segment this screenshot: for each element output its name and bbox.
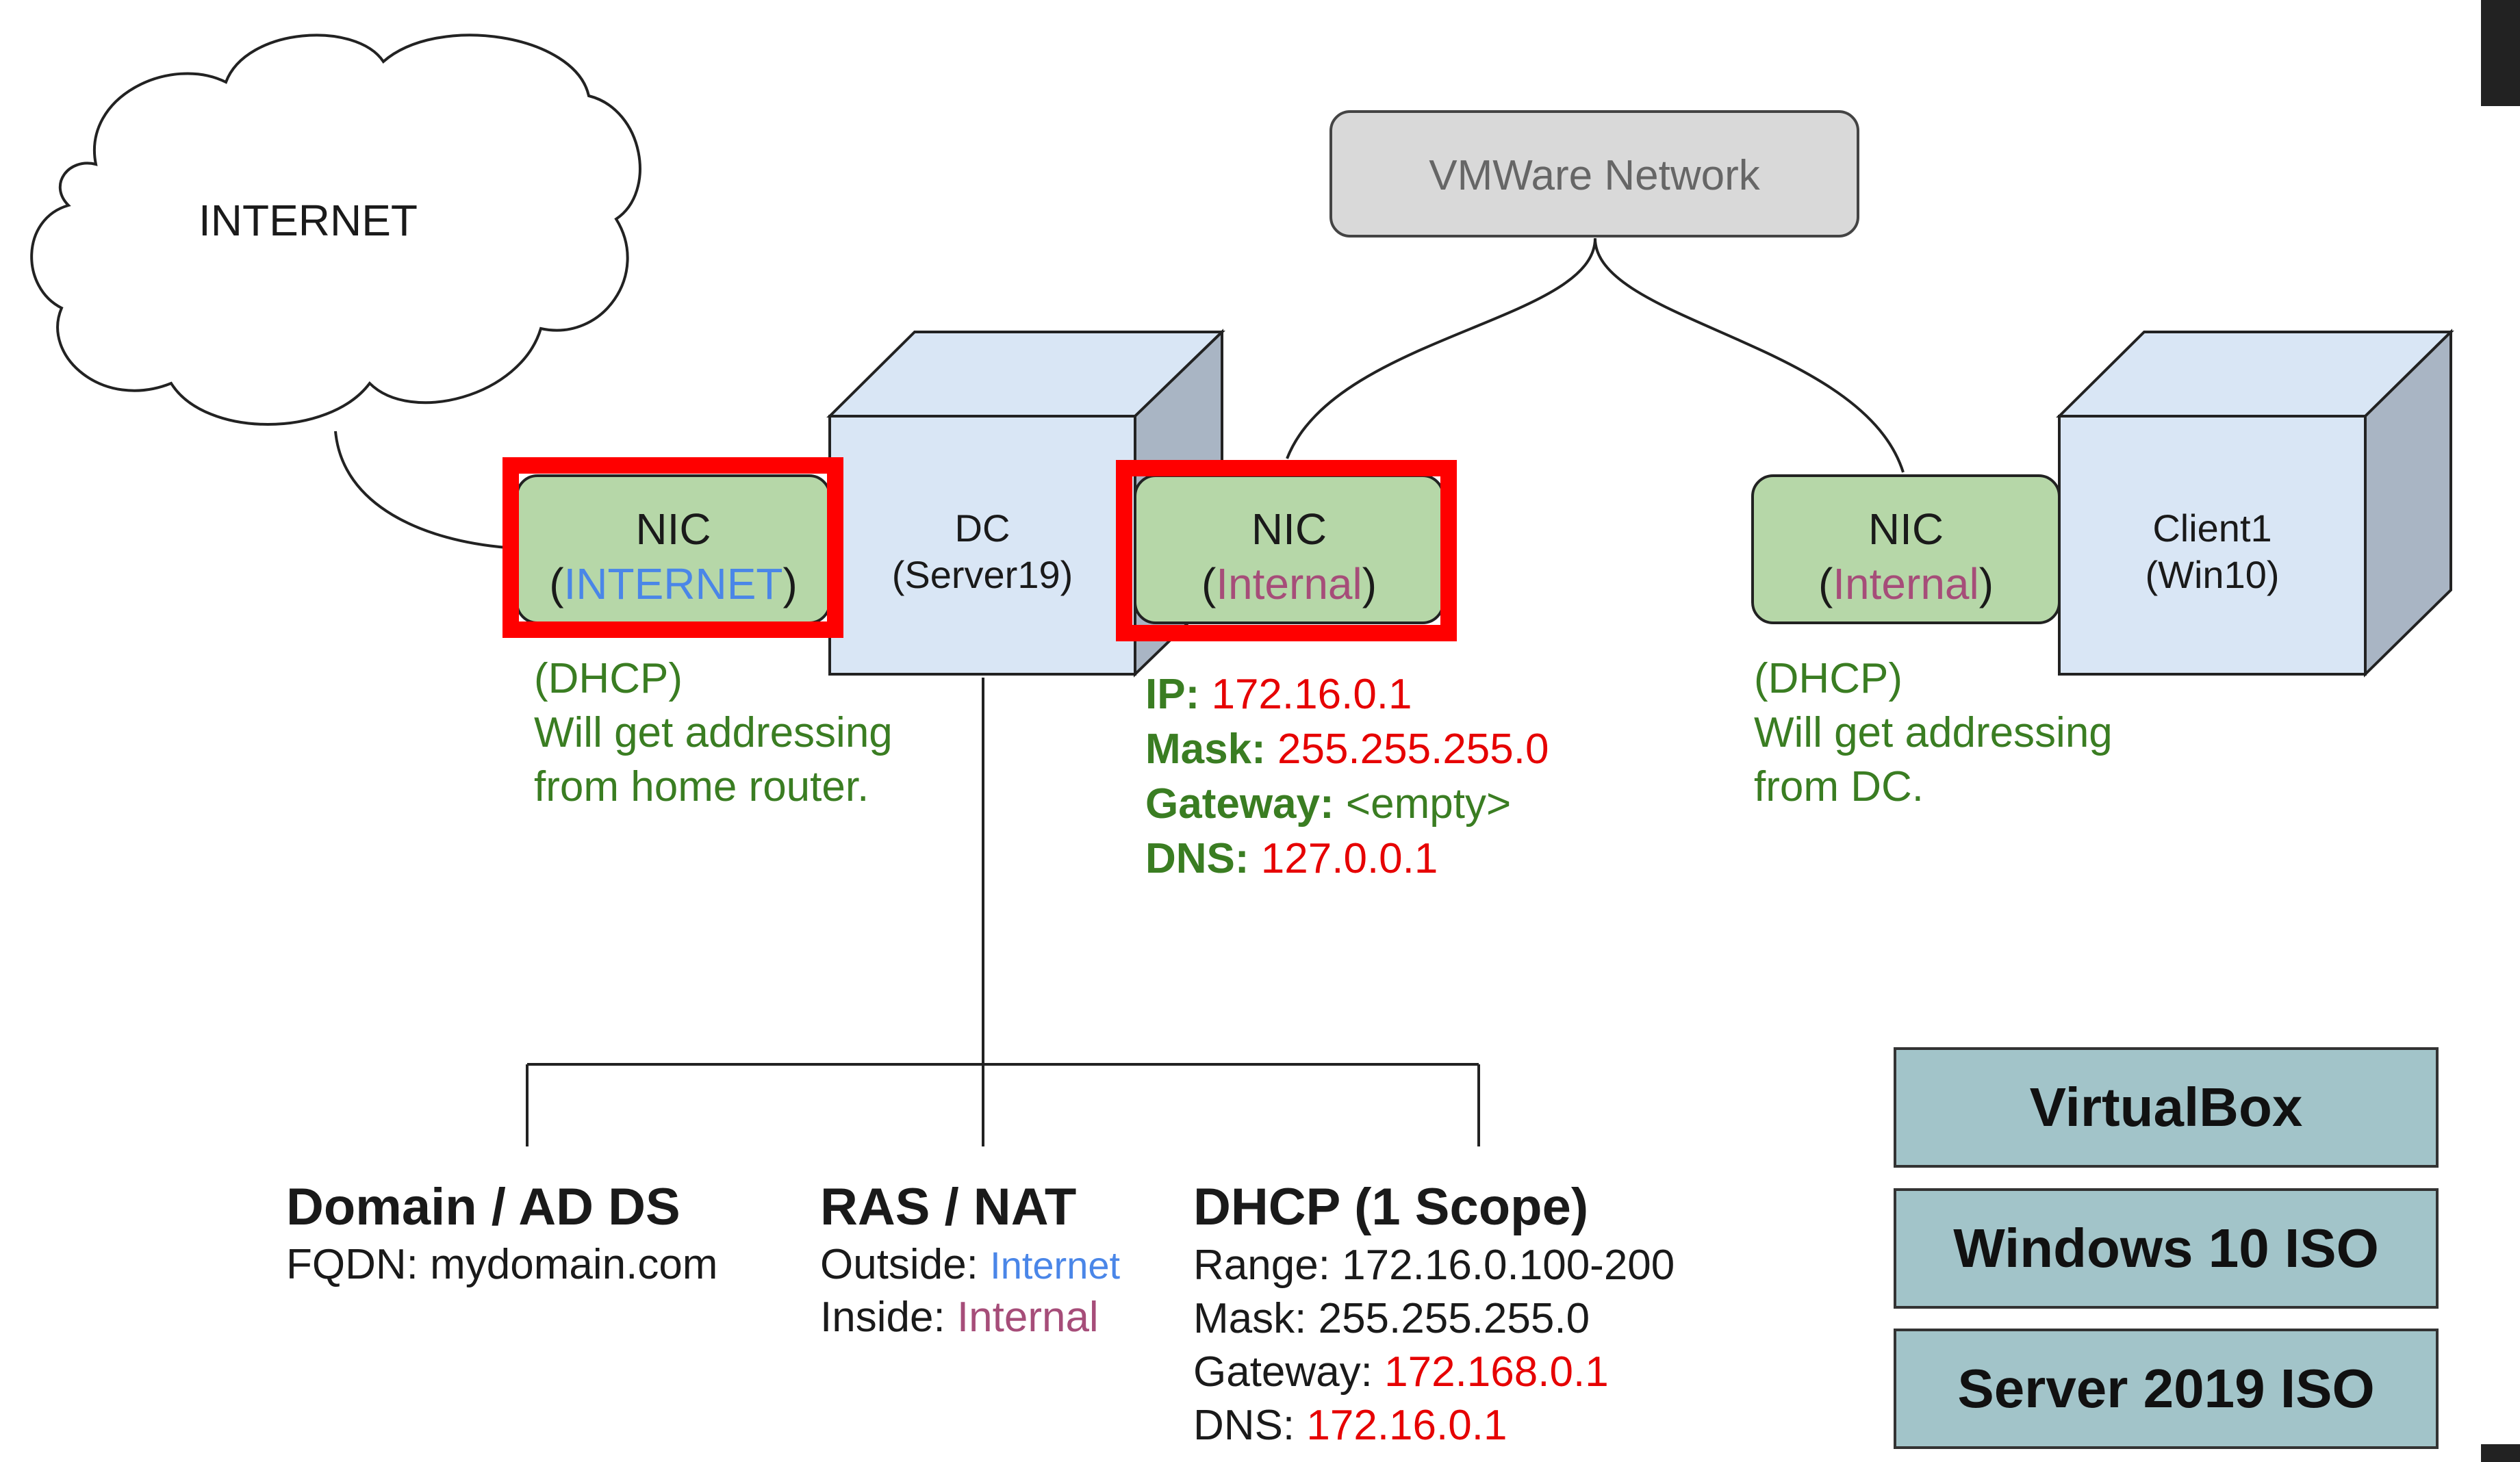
vmware-to-dc-nic-link xyxy=(1286,238,1596,459)
role-dhcp: DHCP (1 Scope) Range: 172.16.0.100-200 M… xyxy=(1193,1176,1675,1452)
highlight-nic-dc-internal xyxy=(1116,460,1457,641)
nic-dc-internal-title: NIC xyxy=(1251,504,1327,554)
client-label-line1: Client1 xyxy=(2152,506,2272,550)
dhcp-client-note-line3: from DC. xyxy=(1754,763,1924,810)
nic-client-network: Internal xyxy=(1833,559,1979,608)
role-domain-fqdn: FQDN: mydomain.com xyxy=(286,1241,718,1288)
dhcp-range-label: Range: xyxy=(1193,1242,1330,1289)
mask-value: 255.255.255.0 xyxy=(1277,726,1549,773)
dns-label: DNS: xyxy=(1145,835,1249,882)
ras-outside-label: Outside: xyxy=(820,1241,978,1288)
mask-label: Mask: xyxy=(1145,726,1266,773)
dhcp-dns-label: DNS: xyxy=(1193,1402,1295,1449)
requirement-windows10-iso: Windows 10 ISO xyxy=(1894,1188,2439,1309)
vmware-network-box xyxy=(1329,110,1859,238)
dc-label-line1: DC xyxy=(954,506,1010,550)
internet-label: INTERNET xyxy=(199,196,418,245)
role-dhcp-title: DHCP (1 Scope) xyxy=(1193,1178,1589,1236)
paren-close: ) xyxy=(1362,559,1377,608)
paren-close: ) xyxy=(782,559,798,608)
client-label-line2: (Win10) xyxy=(2145,553,2280,596)
requirement-server2019-iso: Server 2019 ISO xyxy=(1894,1329,2439,1449)
dc-label-line2: (Server19) xyxy=(891,553,1073,596)
dhcp-mask-label: Mask: xyxy=(1193,1295,1307,1342)
paren-open: ( xyxy=(1818,559,1833,608)
role-domain: Domain / AD DS FQDN: mydomain.com xyxy=(286,1176,717,1291)
nic-client-label: NIC (Internal) xyxy=(1753,502,2059,611)
nic-internet-label: NIC (INTERNET) xyxy=(517,502,830,611)
nic-client-box xyxy=(1751,474,2061,624)
paren-open: ( xyxy=(549,559,564,608)
paren-close: ) xyxy=(1978,559,1994,608)
dhcp-gateway-value: 172.168.0.1 xyxy=(1384,1348,1609,1396)
dhcp-internet-note-line2: Will get addressing xyxy=(534,709,893,756)
ip-label: IP: xyxy=(1145,671,1200,718)
role-domain-title: Domain / AD DS xyxy=(286,1178,680,1236)
client-label: Client1 (Win10) xyxy=(2059,505,2365,598)
client-cube xyxy=(2056,329,2454,678)
dhcp-internet-note-line3: from home router. xyxy=(534,763,869,810)
dhcp-client-note: (DHCP) Will get addressing from DC. xyxy=(1754,652,2113,814)
dc-label: DC (Server19) xyxy=(830,505,1135,598)
dhcp-mask-value: 255.255.255.0 xyxy=(1318,1295,1590,1342)
dhcp-gateway-label: Gateway: xyxy=(1193,1348,1373,1396)
dhcp-dns-value: 172.16.0.1 xyxy=(1306,1402,1507,1449)
dhcp-client-note-line2: Will get addressing xyxy=(1754,709,2113,756)
highlight-nic-internet xyxy=(502,457,843,638)
window-edge-bottom xyxy=(2481,1444,2520,1462)
cloud-to-nic-link xyxy=(334,431,507,549)
dhcp-client-note-line1: (DHCP) xyxy=(1754,655,1902,702)
vmware-to-client-nic-link xyxy=(1594,238,1905,473)
paren-open: ( xyxy=(1201,559,1217,608)
nic-dc-internal-label: NIC (Internal) xyxy=(1135,502,1443,611)
nic-internet-title: NIC xyxy=(635,504,711,554)
ras-outside-value: Internet xyxy=(990,1244,1121,1287)
vmware-network-label: VMWare Network xyxy=(1429,152,1760,199)
dns-value: 127.0.0.1 xyxy=(1260,835,1438,882)
dhcp-range-value: 172.16.0.100-200 xyxy=(1342,1242,1675,1289)
dc-internal-config: IP: 172.16.0.1 Mask: 255.255.255.0 Gatew… xyxy=(1145,667,1549,886)
dhcp-internet-note: (DHCP) Will get addressing from home rou… xyxy=(534,652,893,814)
role-ras-title: RAS / NAT xyxy=(820,1178,1077,1236)
gateway-value: <empty> xyxy=(1345,780,1512,828)
internet-cloud-shape xyxy=(30,34,641,426)
ras-inside-label: Inside: xyxy=(820,1294,945,1341)
requirement-virtualbox: VirtualBox xyxy=(1894,1047,2439,1168)
nic-client-title: NIC xyxy=(1868,504,1944,554)
nic-internet-network: INTERNET xyxy=(563,559,783,608)
dhcp-internet-note-line1: (DHCP) xyxy=(534,655,683,702)
ip-value: 172.16.0.1 xyxy=(1211,671,1412,718)
nic-dc-internal-network: Internal xyxy=(1216,559,1362,608)
role-ras: RAS / NAT Outside: Internet Inside: Inte… xyxy=(820,1176,1120,1344)
gateway-label: Gateway: xyxy=(1145,780,1334,828)
ras-inside-value: Internal xyxy=(956,1294,1099,1341)
window-edge-top xyxy=(2481,0,2520,106)
